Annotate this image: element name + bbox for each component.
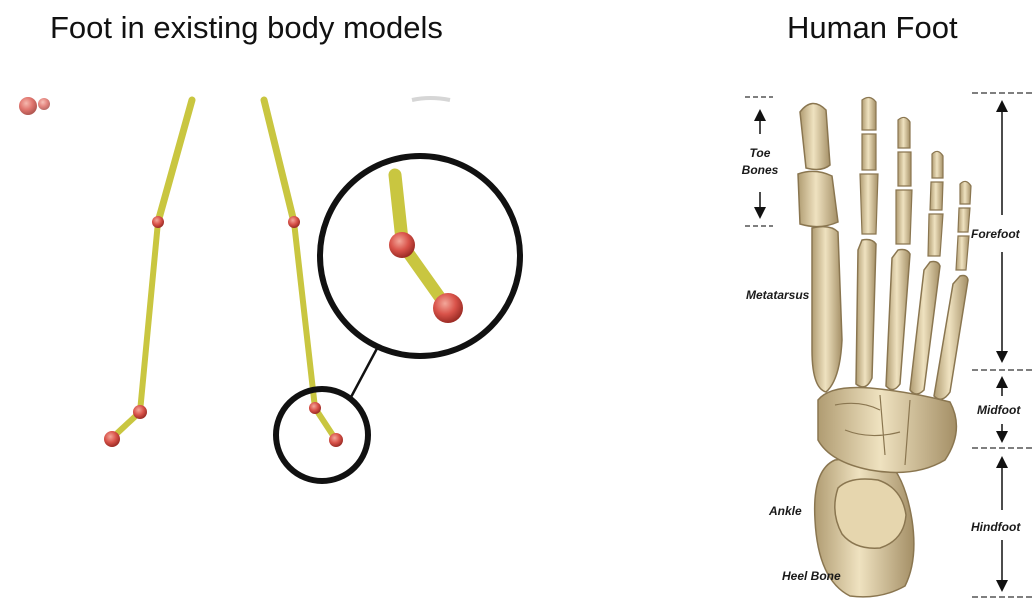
toe-3-middle bbox=[898, 152, 911, 186]
foot-highlight-circle bbox=[276, 389, 368, 481]
label-toe-line2: Bones bbox=[742, 163, 779, 177]
label-forefoot: Forefoot bbox=[971, 227, 1021, 241]
right-toe-joint bbox=[329, 433, 343, 447]
toe-4-proximal bbox=[928, 214, 943, 256]
metatarsal-2 bbox=[856, 240, 876, 387]
label-heel-bone: Heel Bone bbox=[782, 569, 841, 583]
joint-top-left-partial bbox=[38, 98, 50, 110]
left-knee-joint bbox=[152, 216, 164, 228]
right-ankle-joint bbox=[309, 402, 321, 414]
magnifier-circle bbox=[320, 156, 520, 356]
label-hindfoot: Hindfoot bbox=[971, 520, 1021, 534]
toe-4-distal bbox=[932, 151, 943, 178]
toe-2-distal bbox=[862, 97, 876, 130]
left-toe-joint bbox=[104, 431, 120, 447]
tarsal-bones bbox=[818, 388, 956, 473]
magnified-foot-view bbox=[320, 156, 520, 356]
metatarsal-5 bbox=[934, 276, 968, 400]
toe-2-proximal bbox=[860, 174, 878, 234]
metatarsal-4 bbox=[910, 262, 940, 395]
right-knee-joint bbox=[288, 216, 300, 228]
faded-figure-edge bbox=[412, 98, 450, 100]
left-leg bbox=[104, 100, 192, 447]
right-thigh-segment bbox=[264, 100, 294, 222]
left-ankle-joint bbox=[133, 405, 147, 419]
toe-3-distal bbox=[898, 117, 910, 148]
magnified-shin-segment bbox=[395, 175, 402, 240]
toe-5-middle bbox=[958, 208, 970, 232]
left-thigh-segment bbox=[158, 100, 192, 222]
toe-5-proximal bbox=[956, 236, 969, 270]
left-shin-segment bbox=[140, 222, 158, 412]
label-metatarsus: Metatarsus bbox=[746, 288, 810, 302]
magnified-ankle-joint bbox=[389, 232, 415, 258]
skeleton-model bbox=[19, 97, 520, 481]
anatomical-foot: Toe Bones Metatarsus Ankle Heel Bone For… bbox=[742, 93, 1034, 597]
metatarsal-3 bbox=[886, 250, 910, 390]
toe-5-distal bbox=[960, 181, 971, 204]
zoom-connector-line bbox=[350, 341, 381, 399]
joint-top-left-partial bbox=[19, 97, 37, 115]
label-midfoot: Midfoot bbox=[977, 403, 1021, 417]
toe-3-proximal bbox=[896, 190, 912, 244]
metatarsal-1 bbox=[812, 227, 842, 392]
toe-2-middle bbox=[862, 134, 876, 170]
metatarsal-bones bbox=[812, 227, 968, 400]
big-toe-distal bbox=[800, 103, 830, 169]
right-shin-segment bbox=[294, 222, 315, 408]
big-toe-proximal bbox=[798, 171, 838, 226]
label-toe-line1: Toe bbox=[750, 146, 771, 160]
label-ankle: Ankle bbox=[768, 504, 802, 518]
toe-4-middle bbox=[930, 182, 943, 210]
magnified-toe-joint bbox=[433, 293, 463, 323]
